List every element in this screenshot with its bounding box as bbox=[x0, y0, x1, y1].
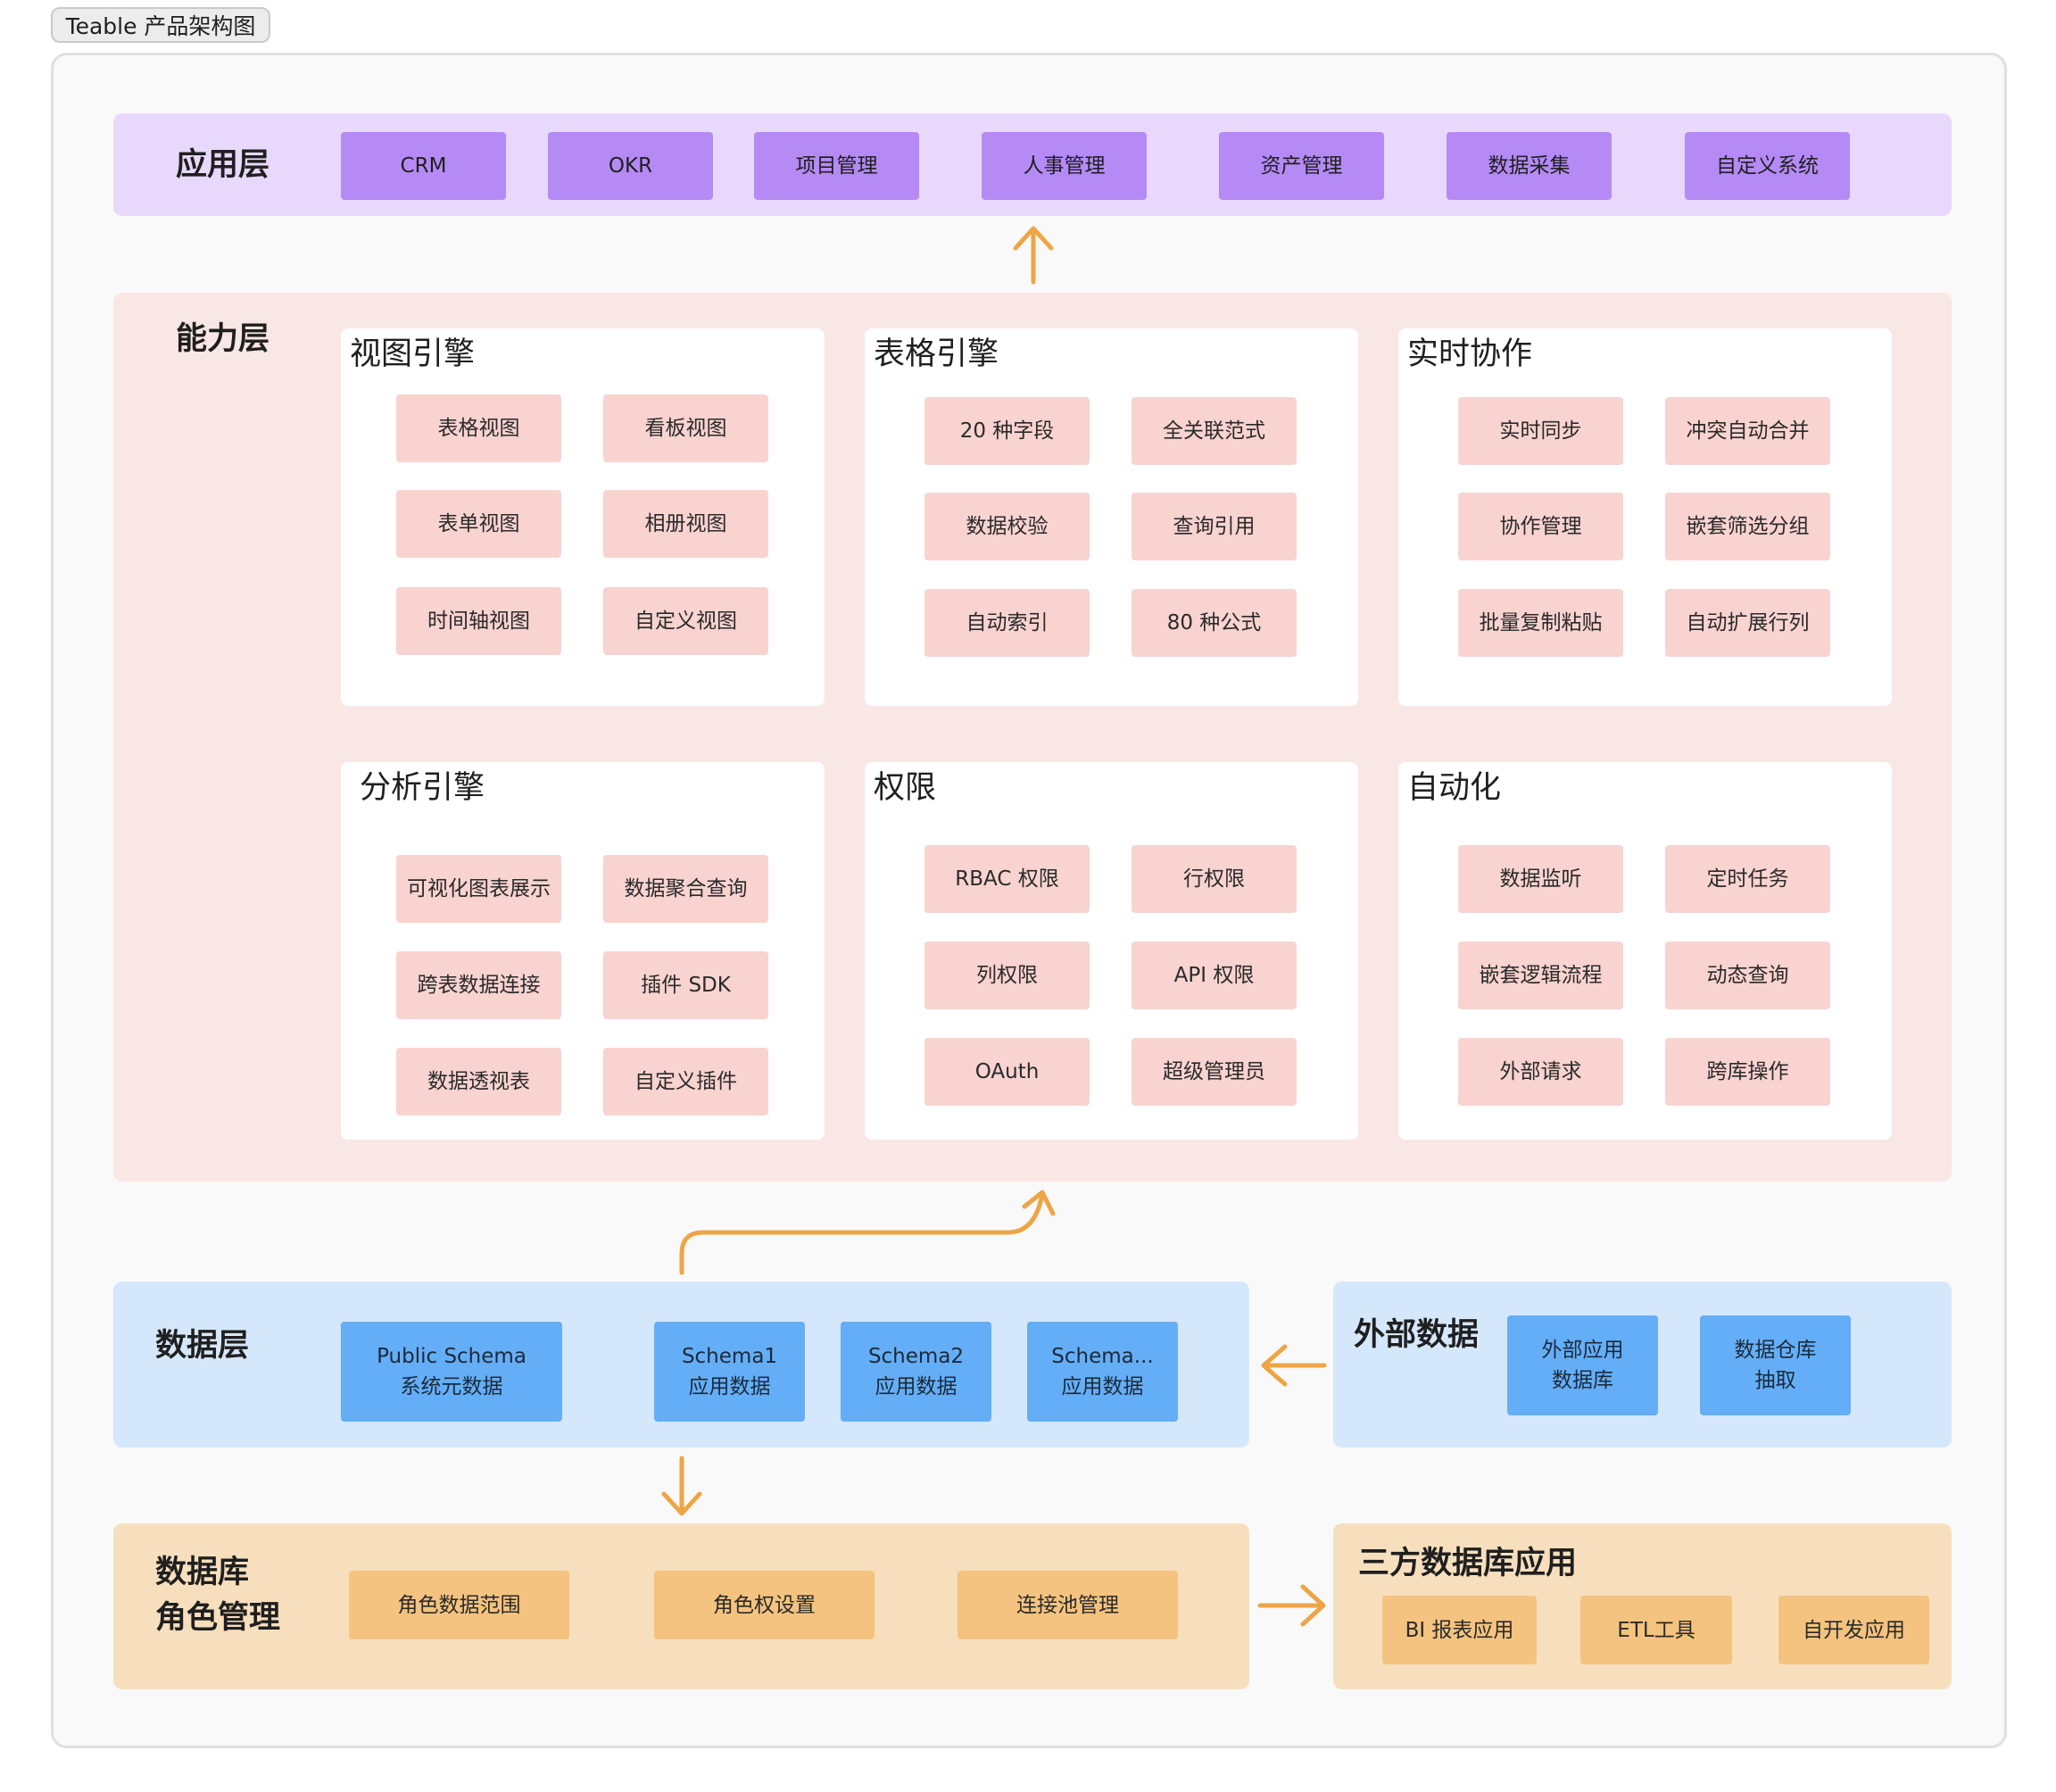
capability-item: RBAC 权限 bbox=[924, 845, 1090, 913]
capability-item: 冲突自动合并 bbox=[1665, 397, 1830, 465]
capability-item: 数据监听 bbox=[1458, 845, 1623, 913]
capability-item: 时间轴视图 bbox=[396, 587, 561, 655]
capability-item: 20 种字段 bbox=[924, 397, 1090, 465]
capability-item: 外部请求 bbox=[1458, 1038, 1623, 1106]
capability-item: 实时同步 bbox=[1458, 397, 1623, 465]
capability-item: 数据校验 bbox=[924, 493, 1090, 560]
panel-table-engine: 表格引擎 20 种字段 全关联范式 数据校验 查询引用 自动索引 80 种公式 bbox=[865, 328, 1358, 706]
capability-item: API 权限 bbox=[1132, 942, 1297, 1009]
capability-item: 行权限 bbox=[1132, 845, 1297, 913]
capability-item: 数据透视表 bbox=[396, 1048, 561, 1116]
data-warehouse-extract: 数据仓库 抽取 bbox=[1700, 1315, 1851, 1415]
capability-item: 嵌套逻辑流程 bbox=[1458, 942, 1623, 1009]
capability-item: 协作管理 bbox=[1458, 493, 1623, 560]
capability-item: 超级管理员 bbox=[1132, 1038, 1297, 1106]
bi-report-app: BI 报表应用 bbox=[1382, 1596, 1537, 1664]
capability-item: 嵌套筛选分组 bbox=[1665, 493, 1830, 560]
capability-item: 查询引用 bbox=[1132, 493, 1297, 560]
app-item-custom-system: 自定义系统 bbox=[1685, 132, 1850, 200]
capability-item: 可视化图表展示 bbox=[396, 855, 561, 923]
panel-title: 分析引擎 bbox=[360, 770, 485, 806]
capability-item: 看板视图 bbox=[603, 394, 768, 462]
capability-item: 定时任务 bbox=[1665, 845, 1830, 913]
capability-item: 全关联范式 bbox=[1132, 397, 1297, 465]
external-app-database: 外部应用 数据库 bbox=[1507, 1315, 1658, 1415]
capability-item: 表单视图 bbox=[396, 490, 561, 558]
arrow-up-to-app-layer bbox=[1013, 226, 1054, 285]
panel-view-engine: 视图引擎 表格视图 看板视图 表单视图 相册视图 时间轴视图 自定义视图 bbox=[341, 328, 825, 706]
capability-item: 表格视图 bbox=[396, 394, 561, 462]
connection-pool-management: 连接池管理 bbox=[958, 1571, 1178, 1639]
capability-item: 自定义视图 bbox=[603, 587, 768, 655]
panel-title: 实时协作 bbox=[1407, 336, 1533, 372]
capability-item: 插件 SDK bbox=[603, 951, 768, 1019]
third-party-db-apps-title: 三方数据库应用 bbox=[1358, 1546, 1578, 1581]
app-item-data-collection: 数据采集 bbox=[1447, 132, 1612, 200]
arrow-data-to-db-roles bbox=[661, 1456, 702, 1516]
panel-realtime-collab: 实时协作 实时同步 冲突自动合并 协作管理 嵌套筛选分组 批量复制粘贴 自动扩展… bbox=[1398, 328, 1892, 706]
capability-item: 自动扩展行列 bbox=[1665, 589, 1830, 657]
schema-more: Schema... 应用数据 bbox=[1027, 1322, 1178, 1422]
application-layer-title: 应用层 bbox=[176, 147, 270, 183]
capability-item: OAuth bbox=[924, 1038, 1090, 1106]
capability-item: 跨表数据连接 bbox=[396, 951, 561, 1019]
capability-item: 80 种公式 bbox=[1132, 589, 1297, 657]
schema-public: Public Schema 系统元数据 bbox=[341, 1322, 562, 1422]
role-permission-settings: 角色权设置 bbox=[654, 1571, 875, 1639]
panel-title: 自动化 bbox=[1407, 770, 1502, 806]
panel-title: 权限 bbox=[874, 770, 937, 806]
capability-item: 列权限 bbox=[924, 942, 1090, 1009]
role-data-scope: 角色数据范围 bbox=[349, 1571, 569, 1639]
external-data-title: 外部数据 bbox=[1354, 1317, 1480, 1353]
etl-tool: ETL工具 bbox=[1580, 1596, 1732, 1664]
arrow-external-to-data bbox=[1261, 1344, 1327, 1387]
capability-item: 自定义插件 bbox=[603, 1048, 768, 1116]
capability-item: 自动索引 bbox=[924, 589, 1090, 657]
capability-layer-title: 能力层 bbox=[176, 321, 270, 357]
diagram-tag: Teable 产品架构图 bbox=[51, 7, 270, 43]
db-role-management-title: 数据库 角色管理 bbox=[155, 1555, 281, 1636]
capability-item: 数据聚合查询 bbox=[603, 855, 768, 923]
app-item-crm: CRM bbox=[341, 132, 506, 200]
panel-title: 表格引擎 bbox=[874, 336, 999, 372]
app-item-assets: 资产管理 bbox=[1219, 132, 1384, 200]
panel-title: 视图引擎 bbox=[350, 336, 476, 372]
data-layer-title: 数据层 bbox=[155, 1328, 250, 1364]
schema-2: Schema2 应用数据 bbox=[841, 1322, 991, 1422]
panel-automation: 自动化 数据监听 定时任务 嵌套逻辑流程 动态查询 外部请求 跨库操作 bbox=[1398, 762, 1892, 1140]
app-item-project: 项目管理 bbox=[754, 132, 919, 200]
capability-item: 动态查询 bbox=[1665, 942, 1830, 1009]
self-developed-app: 自开发应用 bbox=[1778, 1596, 1929, 1664]
capability-item: 跨库操作 bbox=[1665, 1038, 1830, 1106]
arrow-db-roles-to-third-party bbox=[1257, 1584, 1326, 1627]
schema-1: Schema1 应用数据 bbox=[654, 1322, 805, 1422]
panel-permissions: 权限 RBAC 权限 行权限 列权限 API 权限 OAuth 超级管理员 bbox=[865, 762, 1358, 1140]
app-item-okr: OKR bbox=[548, 132, 713, 200]
arrow-data-to-capability bbox=[679, 1190, 1056, 1275]
app-item-hr: 人事管理 bbox=[982, 132, 1147, 200]
capability-item: 相册视图 bbox=[603, 490, 768, 558]
panel-analytics-engine: 分析引擎 可视化图表展示 数据聚合查询 跨表数据连接 插件 SDK 数据透视表 … bbox=[341, 762, 825, 1140]
capability-item: 批量复制粘贴 bbox=[1458, 589, 1623, 657]
